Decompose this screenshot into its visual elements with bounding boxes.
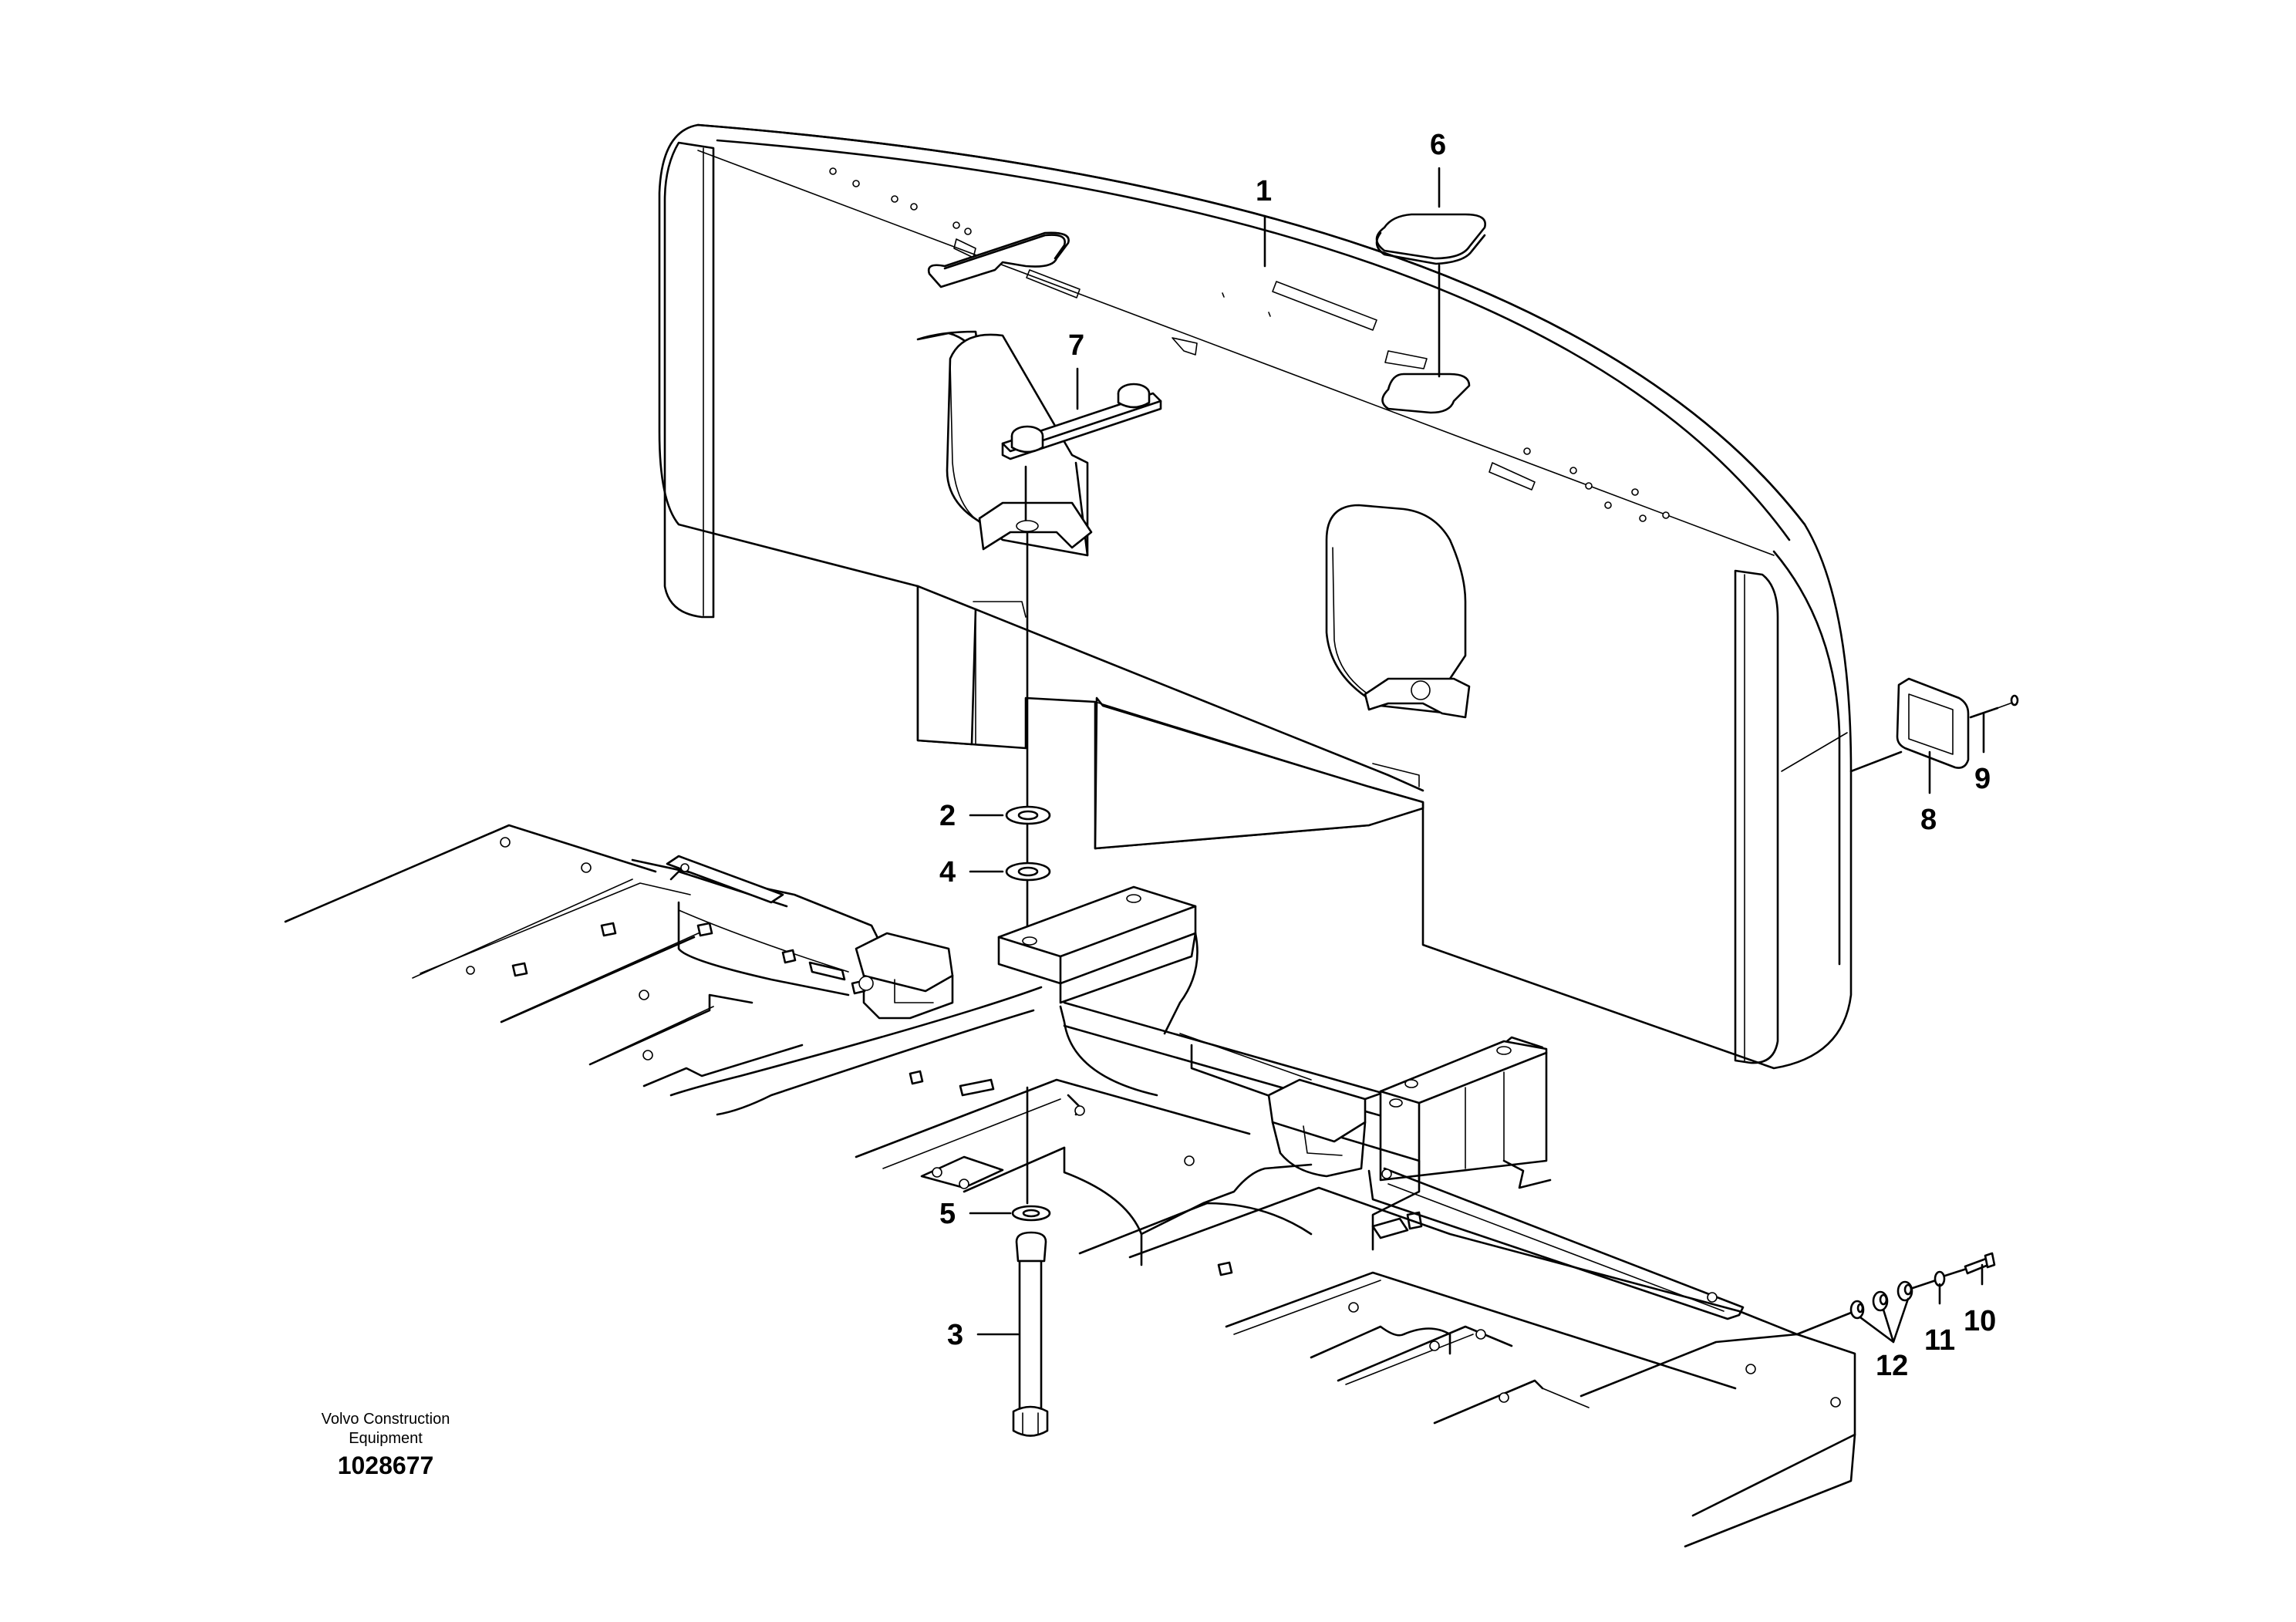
upper-frame xyxy=(284,824,1856,1548)
callout-6: 6 xyxy=(1430,129,1446,161)
callout-3: 3 xyxy=(947,1319,963,1351)
callout-12: 12 xyxy=(1876,1350,1908,1382)
washers-upper xyxy=(1005,531,1051,931)
retainer-plate xyxy=(1001,383,1162,532)
callout-10: 10 xyxy=(1964,1305,1996,1337)
cover-cap xyxy=(1375,213,1486,378)
manufacturer-line-1: Volvo Construction xyxy=(321,1411,450,1428)
callout-7: 7 xyxy=(1068,329,1084,362)
callout-5: 5 xyxy=(939,1198,956,1230)
callout-11: 11 xyxy=(1924,1324,1955,1357)
callout-2: 2 xyxy=(939,800,956,832)
counterweight xyxy=(658,123,1853,1070)
callouts: 1 6 7 2 4 5 3 8 9 10 11 12 xyxy=(939,129,1996,1382)
callout-1: 1 xyxy=(1256,175,1272,207)
callout-4: 4 xyxy=(939,856,956,889)
manufacturer-caption: Volvo Construction Equipment xyxy=(293,1410,478,1448)
manufacturer-line-2: Equipment xyxy=(349,1430,423,1447)
reflector-assembly xyxy=(1849,677,2019,773)
document-number: 1028677 xyxy=(337,1452,434,1479)
fastener-set-right xyxy=(1795,1252,1996,1336)
callout-9: 9 xyxy=(1974,763,1991,795)
bolt-assembly xyxy=(1011,1086,1051,1437)
callout-8: 8 xyxy=(1920,804,1937,836)
